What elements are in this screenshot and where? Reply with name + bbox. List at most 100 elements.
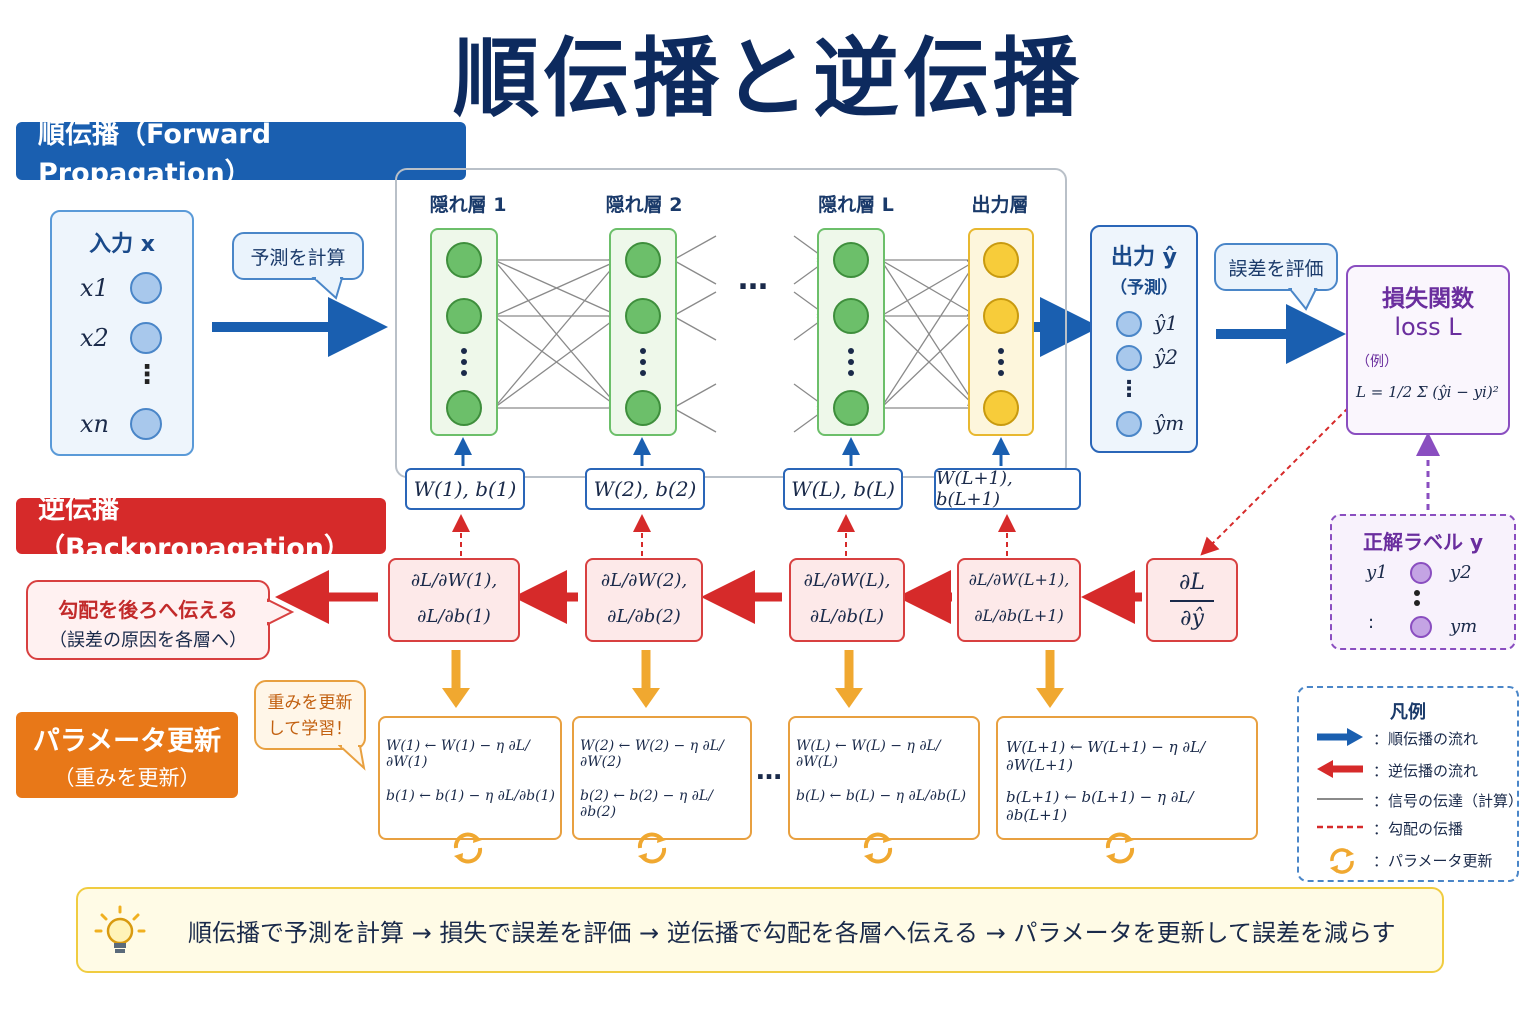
ellipsis-dot: [998, 348, 1004, 354]
backward-callout-sub: （誤差の原因を各層へ）: [49, 630, 247, 651]
input-ellipsis: ⋮: [134, 360, 160, 390]
legend-box: 凡例 ：順伝播の流れ ：逆伝播の流れ ：信号の伝達（計算） ：勾配の伝播 ：パラ…: [1297, 686, 1524, 882]
backward-callout: 勾配を後ろへ伝える （誤差の原因を各層へ）: [26, 580, 270, 660]
predict-bubble: 予測を計算: [232, 232, 364, 280]
output-label-1: ŷ1: [1154, 311, 1179, 335]
input-node-1: [130, 272, 162, 304]
output-node-1: [1116, 311, 1142, 337]
output-neuron: [983, 242, 1019, 278]
loss-title: 損失関数: [1382, 286, 1474, 312]
label-dot-2: [1414, 600, 1420, 606]
ellipsis-dot: [461, 359, 467, 365]
update-rule-bL1: b(L+1) ← b(L+1) − η ∂L/∂b(L+1): [1006, 788, 1194, 824]
update-box-L1: W(L+1) ← W(L+1) − η ∂L/∂W(L+1) b(L+1) ← …: [996, 716, 1258, 840]
update-callout: 重みを更新して学習！: [254, 680, 366, 750]
label-y1: y1: [1366, 562, 1388, 583]
ellipsis-dot: [848, 370, 854, 376]
weight-box-L1: W(L+1), b(L+1): [934, 468, 1081, 510]
ellipsis-dot: [640, 370, 646, 376]
hidden-L-neuron: [833, 390, 869, 426]
legend-title: 凡例: [1390, 702, 1426, 723]
refresh-icon: [1105, 832, 1135, 864]
input-node-n: [130, 408, 162, 440]
ellipsis-dot: [848, 359, 854, 365]
loss-formula: L = 1/2 Σ (ŷi − yi)²: [1356, 383, 1499, 401]
layer-title-output: 出力層: [971, 194, 1029, 216]
ellipsis-dot: [998, 370, 1004, 376]
hidden-L-neuron: [833, 242, 869, 278]
label-ym: ym: [1450, 616, 1478, 637]
backward-callout-main: 勾配を後ろへ伝える: [58, 598, 238, 622]
hidden-1-vertical-dots: [461, 348, 467, 381]
update-rule-w2: W(2) ← W(2) − η ∂L/∂W(2): [580, 738, 724, 770]
forward-section-label: 順伝播（Forward Propagation）: [16, 119, 466, 189]
gradient-box-L1: ∂L/∂W(L+1), ∂L/∂b(L+1): [957, 558, 1081, 642]
update-rule-b1: b(1) ← b(1) − η ∂L/∂b(1): [386, 788, 555, 804]
refresh-icon: [1330, 848, 1354, 874]
weight-up-arrows: [454, 437, 1010, 466]
update-rule-b2: b(2) ← b(2) − η ∂L/∂b(2): [580, 788, 713, 820]
summary-text: 順伝播で予測を計算 → 損失で誤差を評価 → 逆伝播で勾配を各層へ伝える → パ…: [188, 918, 1396, 947]
gradient-L-bottom: ∂L/∂b(L): [809, 606, 885, 627]
output-gradient-fraction-bar: [1170, 600, 1214, 602]
hidden-1-neuron: [446, 242, 482, 278]
update-callout-tail: [338, 744, 366, 771]
hidden-2-neuron: [625, 298, 661, 334]
output-node-2: [1116, 345, 1142, 371]
gray-line-icon: [1317, 798, 1363, 800]
gradient-L1-bottom: ∂L/∂b(L+1): [974, 606, 1064, 625]
gradient-1-top: ∂L/∂W(1),: [410, 570, 498, 591]
legend-text-update: ：パラメータ更新: [1373, 852, 1493, 870]
legend-text-gradient: ：勾配の伝播: [1373, 820, 1464, 838]
gradient-box-L: ∂L/∂W(L), ∂L/∂b(L): [789, 558, 905, 642]
update-rule-bL: b(L) ← b(L) − η ∂L/∂b(L): [796, 788, 967, 804]
gradient-L1-top: ∂L/∂W(L+1),: [968, 570, 1070, 589]
update-box-1: W(1) ← W(1) − η ∂L/∂W(1) b(1) ← b(1) − η…: [378, 716, 562, 840]
input-node-2: [130, 322, 162, 354]
hidden-2-neuron: [625, 242, 661, 278]
output-vertical-dots: [998, 348, 1004, 381]
update-box-L: W(L) ← W(L) − η ∂L/∂W(L) b(L) ← b(L) − η…: [788, 716, 980, 840]
hidden-2-neuron: [625, 390, 661, 426]
output-label-2: ŷ2: [1154, 345, 1179, 369]
network-frame: [395, 168, 1067, 478]
loss-example-label: （例）: [1356, 354, 1398, 370]
backward-section-label: 逆伝播（Backpropagation）: [16, 494, 386, 564]
input-label-n: xn: [80, 410, 109, 438]
ground-truth-box: 正解ラベル y y1 y2 : ym: [1330, 514, 1516, 650]
output-neuron: [983, 298, 1019, 334]
backward-callout-tail: [266, 598, 295, 626]
legend-text-forward: ：順伝播の流れ: [1373, 730, 1479, 748]
legend-text-signal: ：信号の伝達（計算）: [1373, 792, 1524, 810]
summary-box: 順伝播で予測を計算 → 損失で誤差を評価 → 逆伝播で勾配を各層へ伝える → パ…: [76, 887, 1444, 973]
refresh-icon: [863, 832, 893, 864]
ellipsis-dot: [640, 359, 646, 365]
gradient-L-top: ∂L/∂W(L),: [803, 570, 891, 591]
update-rule-wL1: W(L+1) ← W(L+1) − η ∂L/∂W(L+1): [1006, 738, 1206, 774]
output-gradient-bottom: ∂ŷ: [1180, 606, 1204, 631]
layer-title-2: 隠れ層 2: [605, 194, 683, 216]
input-label-1: x1: [80, 274, 109, 302]
gradient-box-2: ∂L/∂W(2), ∂L/∂b(2): [585, 558, 703, 642]
output-label-m: ŷm: [1154, 411, 1185, 435]
input-label-2: x2: [80, 324, 109, 352]
layers-ellipsis: …: [738, 262, 768, 297]
ground-truth-title: 正解ラベル y: [1363, 530, 1483, 554]
ellipsis-dot: [461, 370, 467, 376]
label-node-m: [1410, 616, 1432, 638]
gradient-2-top: ∂L/∂W(2),: [600, 570, 688, 591]
refresh-icon: [637, 832, 667, 864]
update-section-sub: （重みを更新）: [53, 765, 201, 790]
output-neuron: [983, 390, 1019, 426]
update-ellipsis: …: [756, 756, 782, 786]
update-box-2: W(2) ← W(2) − η ∂L/∂W(2) b(2) ← b(2) − η…: [572, 716, 752, 840]
ellipsis-dot: [640, 348, 646, 354]
loss-function-box: 損失関数 loss L （例） L = 1/2 Σ (ŷi − yi)²: [1346, 265, 1510, 435]
layer-title-1: 隠れ層 1: [429, 194, 507, 216]
page-title: 順伝播と逆伝播: [453, 29, 1083, 129]
gradient-box-1: ∂L/∂W(1), ∂L/∂b(1): [388, 558, 520, 642]
evaluate-bubble-tail: [1288, 287, 1318, 311]
update-down-arrows: [451, 650, 1055, 690]
layer-title-L: 隠れ層 L: [818, 194, 894, 216]
